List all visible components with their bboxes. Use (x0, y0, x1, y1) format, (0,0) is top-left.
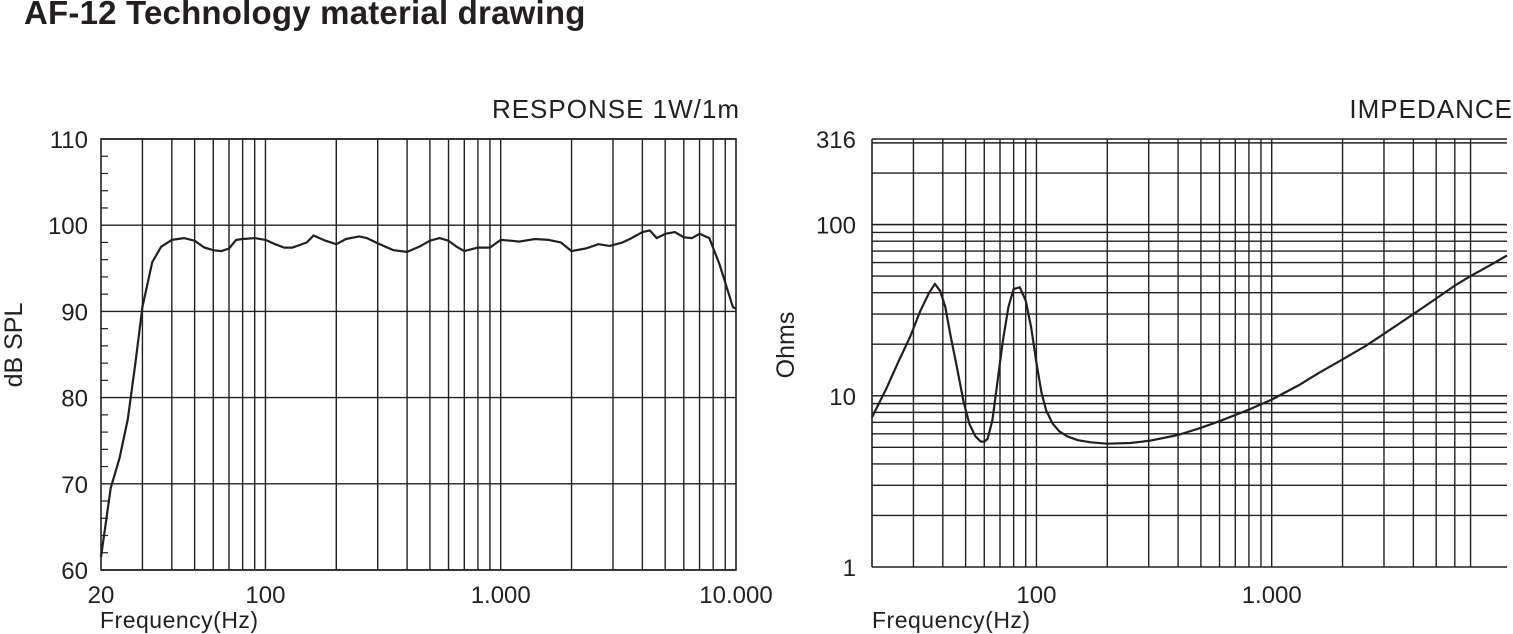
response-x-tick-label: 10.000 (699, 582, 772, 609)
impedance-y-tick-labels: 1 10 100 316 (816, 127, 856, 582)
impedance-x-tick-label: 1.000 (1242, 582, 1302, 609)
impedance-chart: IMPEDANCE 100 1.000 1 10 100 316 Frequency(H… (772, 94, 1513, 633)
impedance-y-tick-label: 316 (816, 127, 856, 154)
response-y-tick-labels: 60 70 80 90 100 110 (48, 127, 88, 585)
response-series-lines (99, 229, 737, 558)
impedance-y-tick-label: 100 (816, 213, 856, 240)
impedance-series-lines (871, 254, 1508, 445)
impedance-x-tick-label: 100 (1016, 582, 1056, 609)
response-series-line (99, 229, 737, 558)
impedance-chart-title: IMPEDANCE (1349, 94, 1513, 124)
response-x-tick-label: 20 (88, 582, 115, 609)
impedance-series-line (871, 254, 1508, 445)
response-x-axis-label: Frequency(Hz) (100, 607, 259, 633)
response-plot-frame (100, 138, 737, 571)
impedance-y-axis-label: Ohms (772, 312, 800, 379)
response-y-tick-label: 80 (61, 386, 88, 413)
response-y-tick-label: 60 (61, 558, 88, 585)
response-y-axis-label: dB SPL (0, 303, 28, 388)
response-x-tick-label: 100 (245, 582, 285, 609)
impedance-x-axis-label: Frequency(Hz) (872, 607, 1031, 633)
response-chart-title: RESPONSE 1W/1m (492, 94, 740, 124)
page-title: AF-12 Technology material drawing (24, 0, 586, 31)
response-y-tick-label: 100 (48, 213, 88, 240)
response-y-tick-label: 110 (50, 127, 88, 154)
response-y-tick-label: 70 (61, 472, 88, 499)
response-x-tick-label: 1.000 (471, 582, 531, 609)
impedance-grid (871, 138, 1507, 568)
impedance-y-tick-label: 10 (829, 384, 856, 411)
response-grid (100, 138, 737, 571)
response-x-tick-labels: 20 100 1.000 10.000 (88, 582, 773, 609)
impedance-x-tick-labels: 100 1.000 (1016, 582, 1301, 609)
response-chart: RESPONSE 1W/1m 20 100 1.000 10.000 60 70 80 90… (0, 94, 773, 633)
response-y-minor-ticks (101, 155, 108, 554)
impedance-y-tick-label: 1 (843, 555, 856, 582)
response-y-tick-label: 90 (61, 299, 88, 326)
